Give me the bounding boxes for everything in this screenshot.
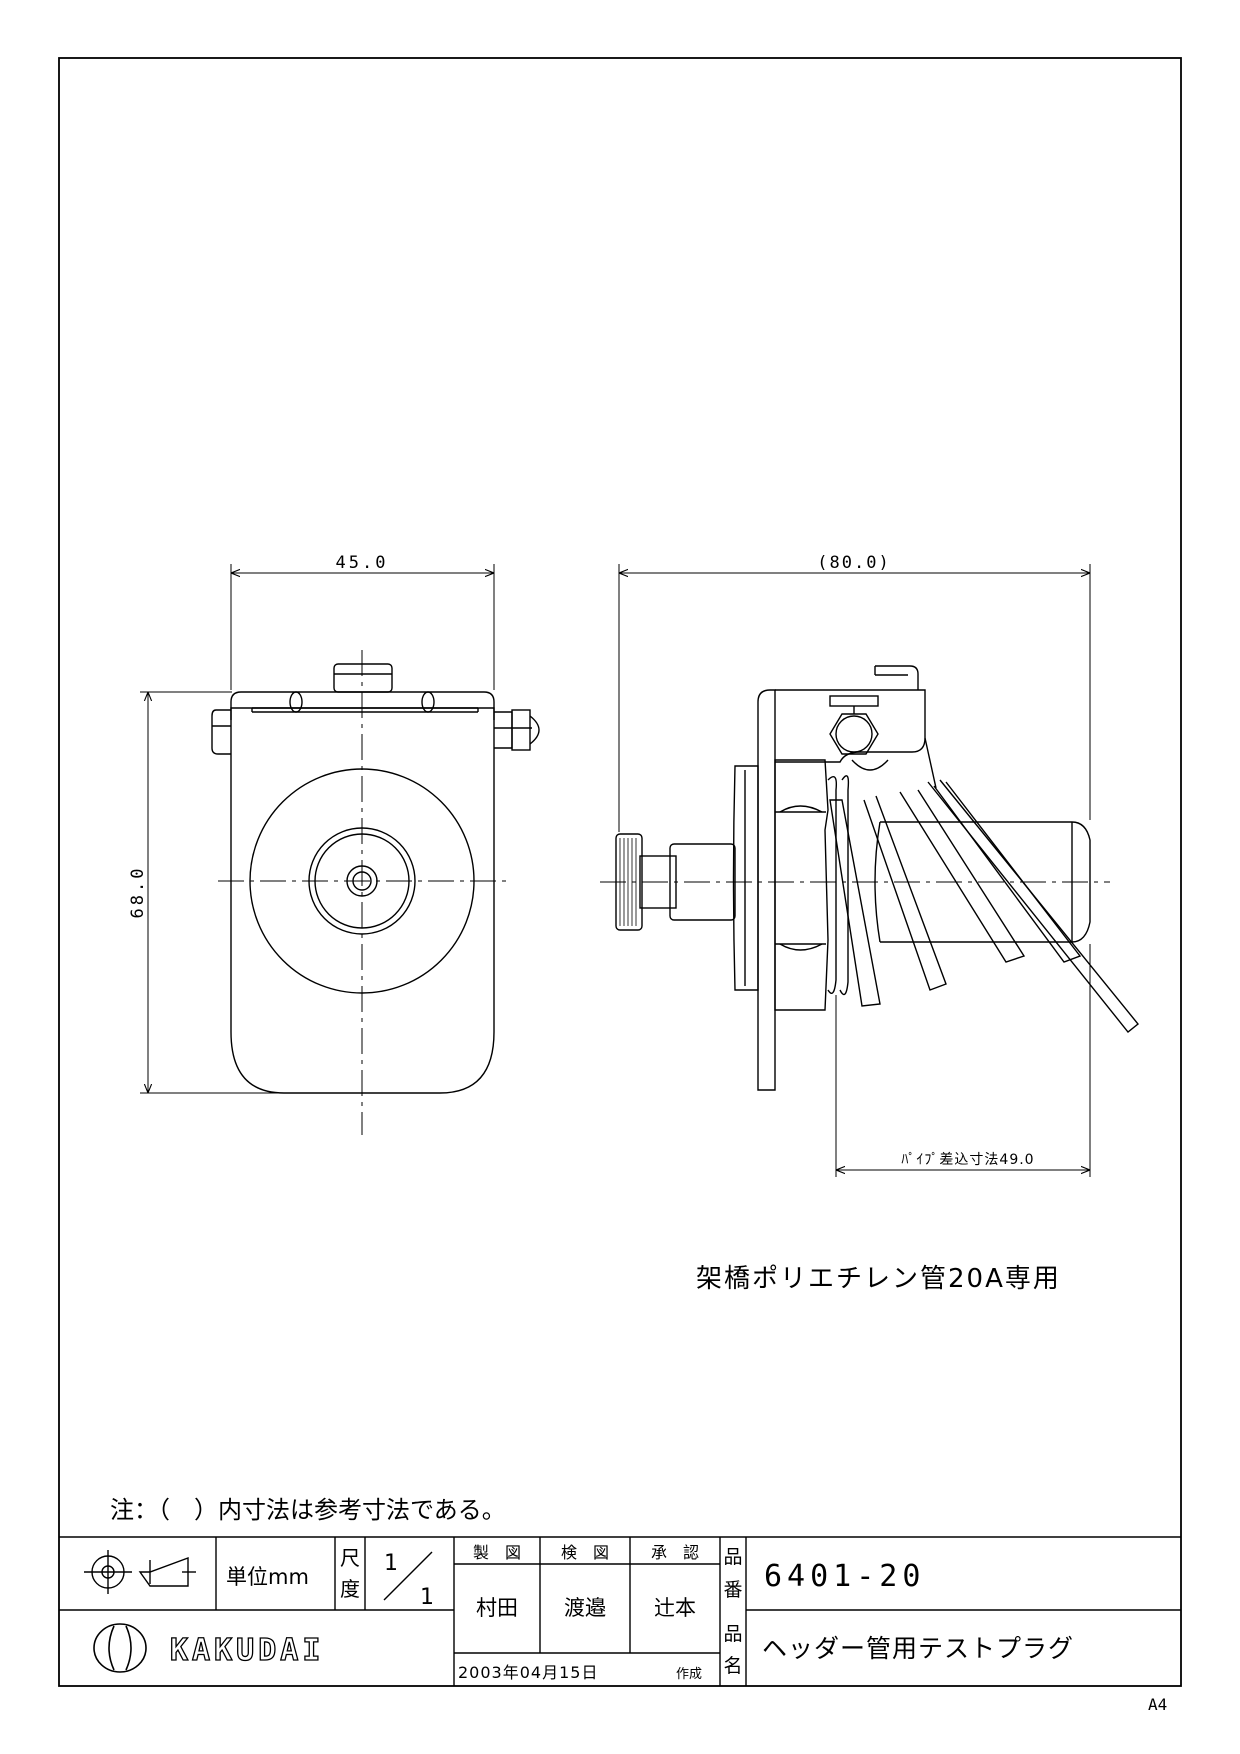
scale-label-1: 尺 bbox=[340, 1546, 360, 1570]
part-no-label-1: 品 bbox=[723, 1546, 742, 1568]
approved-by-name: 辻本 bbox=[654, 1596, 696, 1620]
dim-text-side-width: (80.0) bbox=[817, 553, 890, 573]
side-view bbox=[600, 665, 1139, 1091]
front-dimensions bbox=[140, 564, 495, 1094]
title-block bbox=[59, 1536, 1181, 1686]
made-by-name: 村田 bbox=[476, 1596, 518, 1620]
scale-label-2: 度 bbox=[340, 1577, 360, 1601]
part-number: 6401-20 bbox=[764, 1559, 925, 1594]
part-name-label-1: 品 bbox=[723, 1623, 742, 1645]
scale-denominator: 1 bbox=[420, 1585, 434, 1610]
checked-by-label: 検 図 bbox=[561, 1543, 609, 1562]
checked-by-name: 渡邉 bbox=[564, 1596, 606, 1620]
side-backing-plate bbox=[757, 689, 776, 1091]
scale-numerator: 1 bbox=[384, 1551, 398, 1576]
unit-label: 単位mm bbox=[226, 1565, 309, 1589]
dim-text-pipe-insert: ﾊﾟｲﾌﾟ差込寸法49.0 bbox=[901, 1152, 1034, 1168]
kakudai-logo-icon bbox=[93, 1623, 147, 1673]
projection-symbol-icon bbox=[84, 1550, 196, 1594]
front-view bbox=[211, 650, 540, 1135]
front-top-stem bbox=[333, 663, 393, 693]
note-exclusive-use: 架橋ポリエチレン管20A専用 bbox=[696, 1264, 1061, 1294]
drawing-date: 2003年04月15日 bbox=[458, 1663, 598, 1682]
dim-text-front-height: 68.0 bbox=[128, 866, 148, 919]
dim-text-front-width: 45.0 bbox=[336, 553, 389, 573]
side-dimensions bbox=[618, 564, 1091, 1177]
front-body-outline bbox=[230, 707, 495, 1094]
part-name: ヘッダー管用テストプラグ bbox=[762, 1634, 1074, 1663]
part-name-label-2: 名 bbox=[723, 1655, 742, 1677]
made-by-label: 製 図 bbox=[473, 1543, 521, 1562]
note-reference-dimensions: 注：（ ）内寸法は参考寸法である。 bbox=[110, 1496, 506, 1524]
company-name: KAKUDAI bbox=[170, 1633, 324, 1668]
sheet-border bbox=[58, 57, 1182, 1687]
date-suffix: 作成 bbox=[676, 1667, 702, 1682]
approved-by-label: 承 認 bbox=[651, 1543, 699, 1562]
paper-size: A4 bbox=[1148, 1695, 1167, 1714]
part-no-label-2: 番 bbox=[723, 1579, 742, 1601]
